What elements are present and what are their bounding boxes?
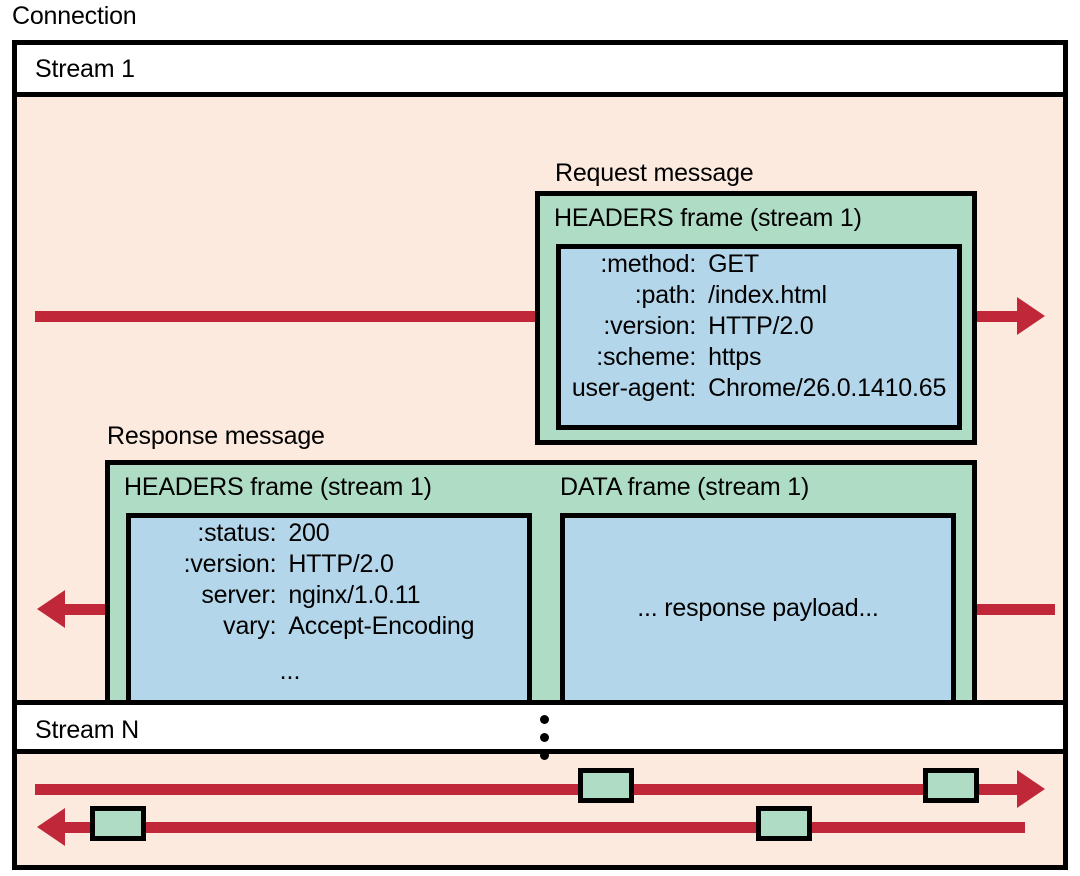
header-row: :version: HTTP/2.0 xyxy=(572,311,946,342)
stream-n-outbound-arrow-line xyxy=(35,784,1025,795)
header-value: HTTP/2.0 xyxy=(708,312,814,340)
response-data-frame-title: DATA frame (stream 1) xyxy=(560,473,810,501)
response-headers-payload-box: :status: 200 :version: HTTP/2.0 server: … xyxy=(126,513,532,711)
connection-frame: Stream 1 Request message HEADERS frame (… xyxy=(12,40,1068,870)
request-headers-frame: HEADERS frame (stream 1) :method: GET :p… xyxy=(535,191,977,445)
response-message-frames: HEADERS frame (stream 1) :status: 200 :v… xyxy=(105,460,977,725)
header-key: :path: xyxy=(634,281,697,309)
request-arrow-line xyxy=(35,311,1025,322)
header-key: :method: xyxy=(600,250,697,278)
request-headers-list: :method: GET :path: /index.html :version… xyxy=(571,249,947,404)
header-row: :path: /index.html xyxy=(572,280,946,311)
header-key: user-agent: xyxy=(571,374,697,402)
request-message-label: Request message xyxy=(555,159,754,187)
response-headers-list: :status: 200 :version: HTTP/2.0 server: … xyxy=(184,518,475,642)
stream-n-title: Stream N xyxy=(35,716,139,744)
stream-1-body: Request message HEADERS frame (stream 1)… xyxy=(17,97,1063,725)
header-row: vary: Accept-Encoding xyxy=(184,611,475,642)
header-key: :version: xyxy=(183,550,277,578)
header-value: https xyxy=(708,343,762,371)
connection-label: Connection xyxy=(12,2,137,30)
response-headers-ellipsis: ... xyxy=(279,657,301,685)
header-key: :status: xyxy=(197,519,277,547)
header-row: server: nginx/1.0.11 xyxy=(184,580,475,611)
header-value: GET xyxy=(708,250,759,278)
header-value: /index.html xyxy=(708,281,827,309)
stream-1-title: Stream 1 xyxy=(35,55,135,83)
request-arrow-head-icon xyxy=(1017,297,1045,335)
stream-n-band: Stream N xyxy=(17,700,1063,760)
stream-n-inbound-arrow-head-icon xyxy=(37,808,65,846)
header-value: HTTP/2.0 xyxy=(288,550,394,578)
stream-n-inbound-frame-chip xyxy=(90,806,146,841)
header-row: user-agent: Chrome/26.0.1410.65 xyxy=(571,373,947,404)
response-headers-frame-title: HEADERS frame (stream 1) xyxy=(124,473,432,501)
request-headers-frame-title: HEADERS frame (stream 1) xyxy=(554,204,862,232)
stream-n-outbound-frame-chip xyxy=(578,768,634,803)
stream-1-band: Stream 1 xyxy=(17,45,1063,97)
stream-n-outbound-frame-chip xyxy=(923,768,979,803)
request-headers-payload-box: :method: GET :path: /index.html :version… xyxy=(556,244,962,430)
header-key: :version: xyxy=(603,312,697,340)
header-key: server: xyxy=(201,581,277,609)
header-value: nginx/1.0.11 xyxy=(288,581,421,609)
response-payload-text: ... response payload... xyxy=(637,594,879,622)
stream-n-inbound-arrow-line xyxy=(65,822,1025,833)
header-row: :scheme: https xyxy=(572,342,946,373)
stream-n-outbound-arrow-head-icon xyxy=(1017,770,1045,808)
response-data-payload-box: ... response payload... xyxy=(560,513,956,711)
header-row: :version: HTTP/2.0 xyxy=(184,549,475,580)
header-value: 200 xyxy=(288,519,330,547)
header-row: :status: 200 xyxy=(184,518,475,549)
response-arrow-head-icon xyxy=(37,590,65,628)
header-value: Accept-Encoding xyxy=(288,612,475,640)
stream-n-body xyxy=(17,754,1063,866)
header-key: vary: xyxy=(223,612,277,640)
stream-n-inbound-frame-chip xyxy=(756,806,812,841)
vertical-ellipsis-icon xyxy=(540,715,549,769)
response-message-label: Response message xyxy=(107,422,325,450)
header-row: :method: GET xyxy=(572,249,946,280)
header-value: Chrome/26.0.1410.65 xyxy=(708,374,947,402)
header-key: :scheme: xyxy=(596,343,697,371)
